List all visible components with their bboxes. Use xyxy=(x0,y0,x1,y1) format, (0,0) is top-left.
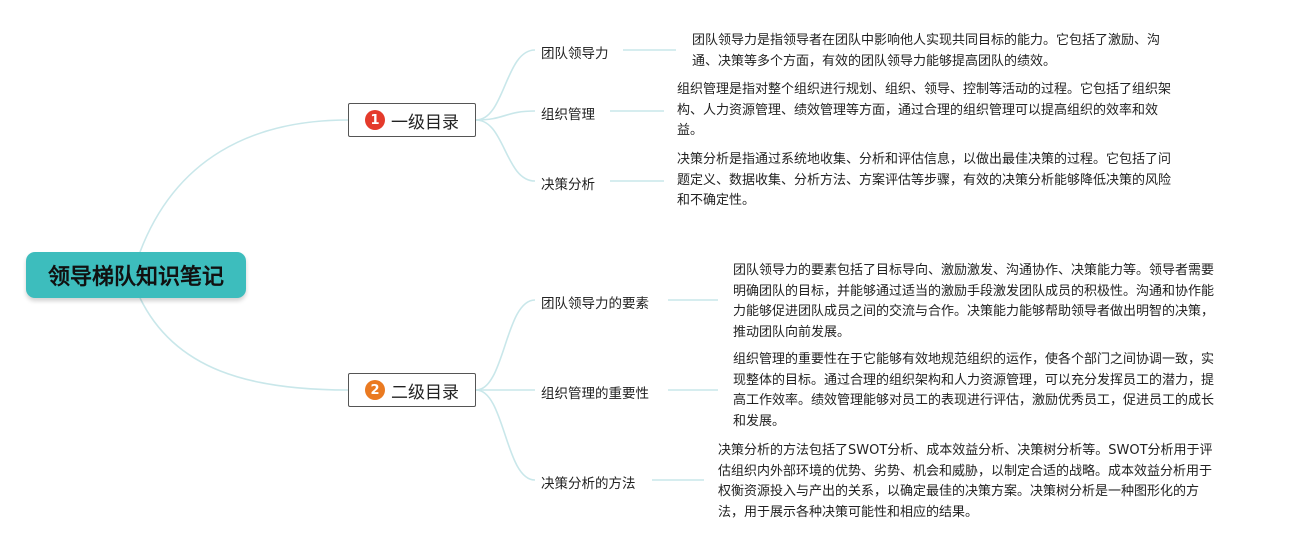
link-section-1-topic-2 xyxy=(475,110,536,121)
topic-node-decision-methods[interactable]: 决策分析的方法 xyxy=(541,476,636,492)
topic-node-leadership-elements[interactable]: 团队领导力的要素 xyxy=(541,296,649,312)
topic-desc-decision-analysis: 决策分析是指通过系统地收集、分析和评估信息，以做出最佳决策的过程。它包括了问题定… xyxy=(677,152,1172,208)
link-section-1-topic-1 xyxy=(475,49,536,121)
link-section-2-topic-3 xyxy=(475,389,536,481)
section-node-2[interactable]: 2 二级目录 xyxy=(348,373,476,407)
link-section-1-topic-3 xyxy=(475,119,536,182)
topic-node-org-importance[interactable]: 组织管理的重要性 xyxy=(541,386,649,402)
section-label-2: 二级目录 xyxy=(391,382,459,403)
section-node-1[interactable]: 1 一级目录 xyxy=(348,103,476,137)
topic-desc-decision-methods: 决策分析的方法包括了SWOT分析、成本效益分析、决策树分析等。SWOT分析用于评… xyxy=(718,443,1213,520)
topic-node-decision-analysis[interactable]: 决策分析 xyxy=(541,177,595,193)
root-label: 领导梯队知识笔记 xyxy=(47,265,224,290)
link-section-2-topic-1 xyxy=(475,299,536,391)
topic-desc-leadership-elements: 团队领导力的要素包括了目标导向、激励激发、沟通协作、决策能力等。领导者需要明确团… xyxy=(733,263,1215,340)
topic-desc-org-importance: 组织管理的重要性在于它能够有效地规范组织的运作，使各个部门之间协调一致，实现整体… xyxy=(733,352,1215,429)
root-node[interactable]: 领导梯队知识笔记 xyxy=(26,252,246,298)
section-label-1: 一级目录 xyxy=(391,112,459,133)
topic-node-org-management[interactable]: 组织管理 xyxy=(541,107,595,123)
link-root-section-2 xyxy=(139,297,349,391)
number-badge-2: 2 xyxy=(365,380,385,400)
number-badge-1: 1 xyxy=(365,110,385,130)
topic-node-team-leadership[interactable]: 团队领导力 xyxy=(541,46,609,62)
topic-desc-org-management: 组织管理是指对整个组织进行规划、组织、领导、控制等活动的过程。它包括了组织架构、… xyxy=(677,82,1172,138)
link-root-section-1 xyxy=(139,119,349,253)
topic-desc-team-leadership: 团队领导力是指领导者在团队中影响他人实现共同目标的能力。它包括了激励、沟通、决策… xyxy=(692,33,1161,69)
